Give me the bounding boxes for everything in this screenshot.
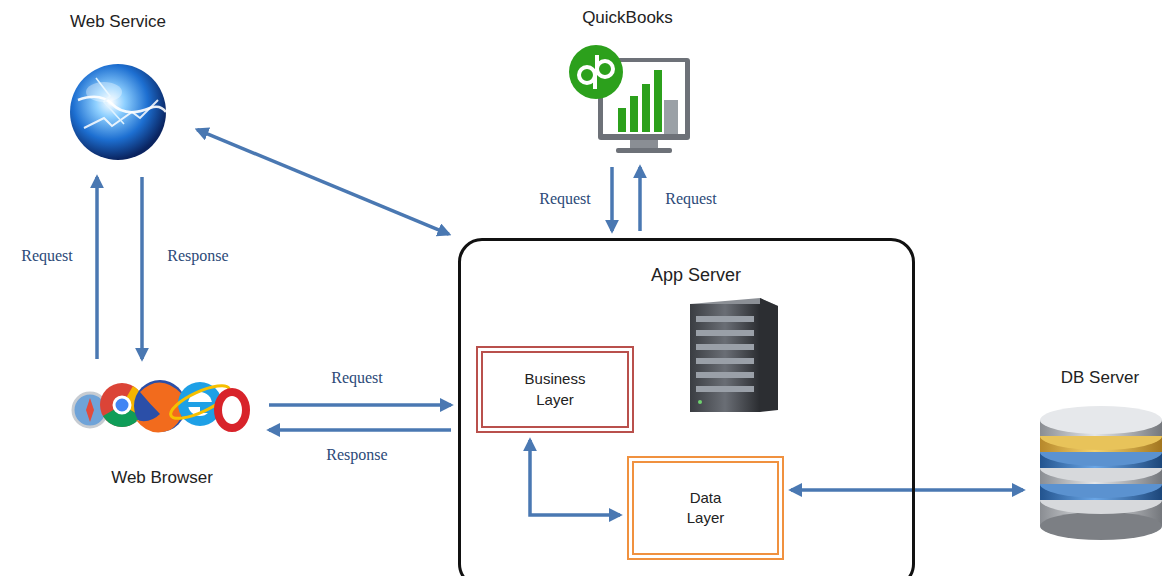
node-label: DB Server: [1061, 368, 1139, 388]
app-server-box: App ServerBusiness LayerData Layer: [458, 238, 915, 576]
connector-arrow: [95, 177, 99, 359]
connector-arrow: [791, 488, 1023, 492]
node-label: QuickBooks: [582, 8, 673, 28]
connector-arrow: [269, 403, 451, 407]
quickbooks-icon: [569, 45, 690, 153]
edge-label: Response: [164, 247, 231, 265]
edge-label: Request: [328, 369, 386, 387]
connector-arrow: [197, 130, 449, 235]
server-icon: [690, 298, 778, 412]
connector-arrow: [269, 428, 451, 432]
business-layer-box: Business Layer: [476, 346, 634, 433]
connector-arrow: [530, 440, 620, 515]
edge-label: Request: [18, 247, 76, 265]
quickbooks-group: QuickBooks: [555, 8, 700, 160]
browser-icons: [73, 379, 246, 432]
node-label: Data Layer: [671, 488, 741, 529]
node-label: App Server: [651, 265, 741, 287]
node-label: Web Browser: [111, 468, 213, 488]
database-icon: [1040, 406, 1162, 540]
db-server-group: DB Server: [1030, 368, 1170, 554]
browser-group: Web Browser: [62, 366, 262, 488]
connector-arrow: [140, 177, 144, 359]
node-label: Web Service: [70, 12, 166, 32]
edge-label: Request: [662, 190, 720, 208]
connector-arrow: [610, 167, 614, 231]
edge-label: Response: [323, 446, 390, 464]
connector-arrow: [638, 167, 642, 231]
node-label: Business Layer: [515, 369, 595, 410]
data-layer-box: Data Layer: [627, 456, 784, 560]
edge-label: Request: [536, 190, 594, 208]
globe-icon: [70, 64, 166, 160]
service-label-group: Web Service: [48, 12, 188, 170]
